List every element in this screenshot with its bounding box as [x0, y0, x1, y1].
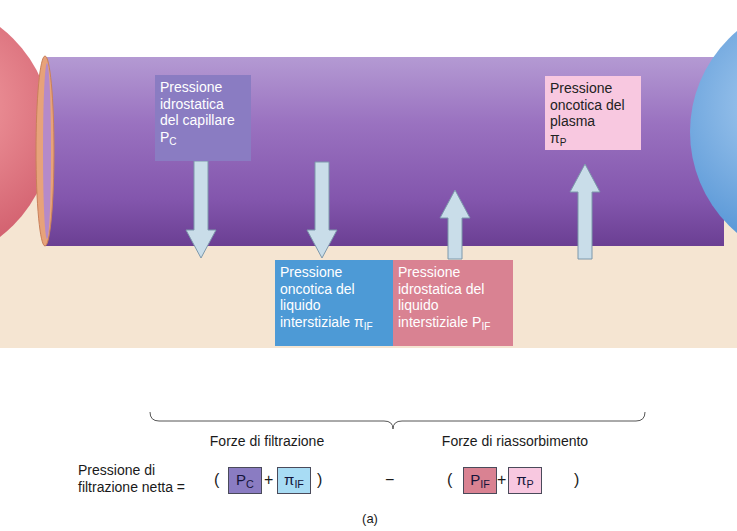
pressure-box: Pressione idrostatica del liquido inters… — [393, 260, 513, 346]
equation-text: Pressione di filtrazione netta = — [78, 462, 212, 496]
pressure-name: Pressione idrostatica del liquido inters… — [398, 264, 484, 330]
pressure-name: Pressione oncotica del plasma — [550, 80, 636, 130]
group-label: Forze di riassorbimento — [405, 433, 625, 450]
equation-text: ( — [447, 471, 452, 488]
pressure-name: Pressione oncotica del liquido interstiz… — [280, 264, 355, 330]
capillary-tube — [44, 57, 724, 246]
equation-term-box: πIF — [277, 467, 311, 494]
pressure-arrow — [186, 161, 216, 258]
pressure-symbol: πIF — [284, 472, 304, 489]
pressure-name: Pressione idrostatica del capillare — [160, 79, 246, 129]
pressure-box: Pressione oncotica del plasmaπP — [545, 76, 641, 150]
pressure-arrow — [307, 162, 337, 258]
pressure-symbol: PIF — [470, 472, 490, 489]
equation-text: ( — [214, 471, 219, 488]
panel-letter: (a) — [350, 510, 390, 527]
pressure-symbol: πP — [550, 130, 636, 147]
equation-text: ) — [317, 471, 322, 488]
pressure-symbol: πP — [516, 472, 534, 489]
pressure-arrow — [440, 190, 470, 259]
equation-text: + — [264, 471, 273, 488]
equation-text: + — [497, 471, 506, 488]
bracket — [150, 412, 645, 429]
pressure-box: Pressione oncotica del liquido interstiz… — [275, 260, 393, 346]
group-label: Forze di filtrazione — [167, 433, 367, 450]
pressure-symbol: PC — [236, 472, 254, 489]
equation-term-box: PC — [228, 467, 262, 494]
equation-text: ) — [574, 471, 579, 488]
capillary-ring — [36, 56, 54, 246]
equation-term-box: πP — [508, 467, 542, 494]
pressure-symbol: πIF — [354, 314, 373, 330]
pressure-box: Pressione idrostatica del capillarePC — [155, 75, 251, 161]
equation-term-box: PIF — [463, 467, 497, 494]
pressure-arrow — [570, 164, 600, 259]
equation-text: − — [385, 471, 394, 488]
pressure-symbol: PIF — [472, 314, 490, 330]
pressure-symbol: PC — [160, 129, 246, 146]
capillary-opening — [43, 63, 51, 239]
venule-end — [690, 0, 737, 264]
